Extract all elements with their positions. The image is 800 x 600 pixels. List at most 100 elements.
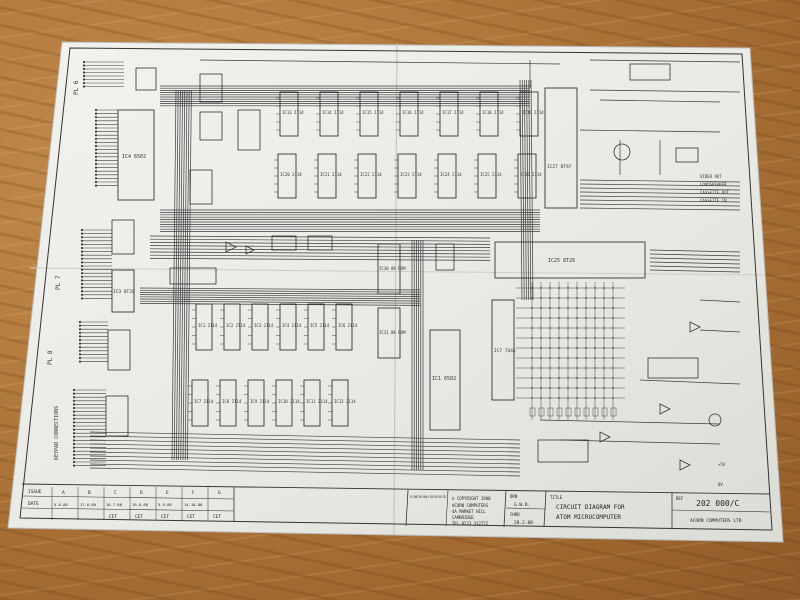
ram-chip-top-5: IC17 2114 — [436, 91, 464, 137]
connector-pins — [72, 60, 124, 467]
chip-kbd-label: IC7 7445 — [494, 348, 516, 354]
ram-chip-upper-label: IC22 2114 — [360, 172, 382, 177]
ram-chip-low-1: IC7 2114 — [188, 379, 214, 427]
chip-video-label: IC4 6502 — [122, 154, 146, 160]
ram-chip-upper-5: IC24 2114 — [434, 153, 462, 199]
date-label: DATE — [28, 501, 39, 507]
right-label-video-out: VIDEO OUT — [700, 174, 722, 179]
issue-columns: A5.6.80B17.6.80C16.7.80CETD19.8.80CETE5.… — [51, 487, 221, 520]
issue-initials: CET — [135, 514, 143, 520]
logic-gates — [105, 63, 722, 471]
issue-date: 5.6.80 — [54, 502, 68, 507]
keyboard-matrix — [516, 282, 625, 420]
ram-chip-top-label: IC16 2114 — [402, 110, 424, 115]
ram-chips-top-row: IC13 2114 IC14 2114 IC15 2114 IC16 2114 IC17… — [276, 91, 544, 137]
company-name: ACORN COMPUTERS LTD — [690, 518, 742, 524]
ram-chip-top-label: IC15 2114 — [362, 110, 384, 115]
ram-chip-upper-label: IC21 2114 — [320, 172, 342, 177]
side-label-pl6: PL 6 — [73, 80, 80, 95]
chip-rom2-label: IC31 8K ROM — [379, 330, 406, 335]
ram-chip-low-label: IC7 2114 — [194, 399, 214, 404]
title-line-2: ATOM MICROCOMPUTER — [556, 514, 621, 521]
chip-piv-label: IC25 8T26 — [548, 258, 575, 264]
ram-chip-mid-label: IC6 2114 — [338, 323, 358, 328]
ram-chip-low-2: IC8 2114 — [216, 379, 242, 427]
ram-chip-mid-1: IC1 2114 — [192, 303, 218, 351]
ram-chip-mid-label: IC5 2114 — [310, 323, 330, 328]
ref-label: REF — [676, 496, 684, 501]
ram-chip-upper-4: IC23 2114 — [394, 153, 422, 199]
issue-date: 16.7.80 — [106, 502, 123, 507]
right-output-labels: VIDEO OUT LOUDSPEAKER CASSETTE OUT CASSE… — [700, 174, 729, 487]
ram-chip-top-4: IC16 2114 — [396, 91, 424, 137]
issue-initials: CET — [109, 514, 117, 520]
side-label-keypad: KEYPAD CONNECTIONS — [54, 406, 60, 460]
ram-chip-top-label: IC19 2114 — [522, 110, 544, 115]
ram-chip-low-6: IC12 2114 — [328, 379, 356, 427]
title-label: TITLE — [550, 495, 563, 500]
issue-initials: CET — [161, 514, 169, 520]
chip-via: IC3 8T28 — [111, 269, 135, 313]
ram-chip-mid-3: IC3 2114 — [248, 303, 274, 351]
fold-line-horizontal — [29, 267, 766, 276]
ram-chip-top-1: IC13 2114 — [276, 91, 304, 137]
chip-video: IC4 6502 — [117, 109, 155, 201]
ram-chip-low-label: IC11 2114 — [306, 399, 328, 404]
ram-chip-low-label: IC10 2114 — [278, 399, 300, 404]
drn-label: DRN — [510, 494, 518, 499]
ref-value: 202 000/C — [696, 499, 740, 508]
title-block: A5.6.80B17.6.80C16.7.80CETD19.8.80CETE5.… — [21, 483, 771, 529]
chip-cpu: IC1 6502 — [429, 329, 461, 431]
issue-col-label: B — [88, 490, 91, 496]
ram-chip-upper-label: IC24 2114 — [440, 172, 462, 177]
ram-chip-top-7: IC19 2114 — [516, 91, 544, 137]
ram-chip-low-label: IC12 2114 — [334, 399, 356, 404]
ram-chip-mid-6: IC6 2114 — [332, 303, 358, 351]
issue-col-label: A — [62, 490, 65, 496]
issue-col-label: G — [218, 490, 221, 496]
copyright-line-4: CAMBRIDGE — [452, 515, 474, 520]
ram-chip-low-label: IC9 2114 — [250, 399, 270, 404]
ram-chip-mid-label: IC3 2114 — [254, 323, 274, 328]
notes-text: PL6 CONNECTIONS SHOWN AS SEEN FROM TRACK… — [410, 495, 446, 499]
ram-chip-top-6: IC18 2114 — [476, 91, 504, 137]
side-label-pl8: PL 8 — [47, 350, 54, 365]
ram-chip-top-2: IC14 2114 — [316, 91, 344, 137]
ram-chip-top-label: IC13 2114 — [282, 110, 304, 115]
ram-chip-mid-5: IC5 2114 — [304, 303, 330, 351]
ram-chip-upper-3: IC22 2114 — [354, 153, 382, 199]
ram-chip-upper-label: IC23 2114 — [400, 172, 422, 177]
copyright-line-2: ACORN COMPUTERS — [452, 503, 489, 508]
copyright-line-5: TEL 0223 312772 — [452, 521, 489, 526]
chip-piv: IC25 8T26 — [494, 241, 646, 279]
chkd-label: CHKD — [510, 512, 520, 517]
chip-vdg-label: IC27 8T97 — [547, 164, 572, 170]
issue-date: 19.8.80 — [132, 502, 149, 507]
chip-via-label: IC3 8T28 — [113, 289, 135, 295]
ram-chip-top-label: IC17 2114 — [442, 110, 464, 115]
chip-vdg: IC27 8T97 — [544, 87, 578, 209]
ram-chip-mid-label: IC1 2114 — [198, 323, 218, 328]
ram-chip-upper-1: IC20 2114 — [274, 153, 302, 199]
issue-label: ISSUE — [28, 489, 42, 495]
issue-col-label: D — [140, 490, 143, 496]
ram-chip-upper-label: IC20 2114 — [280, 172, 302, 177]
side-label-pl7: PL 7 — [55, 275, 62, 290]
issue-col-label: F — [192, 490, 195, 496]
right-label-0v: 0V — [718, 482, 723, 487]
ram-chip-mid-label: IC2 2114 — [226, 323, 246, 328]
title-line-1: CIRCUIT DIAGRAM FOR — [556, 504, 625, 511]
copyright-line-3: 4A MARKET HILL — [452, 509, 486, 514]
ram-chip-top-3: IC15 2114 — [356, 91, 384, 137]
ram-chip-upper-6: IC25 2114 — [474, 153, 502, 199]
ram-chip-upper-7: IC26 2114 — [514, 153, 542, 199]
chip-cpu-label: IC1 6502 — [432, 376, 456, 382]
right-label-cassette-in: CASSETTE IN — [700, 198, 727, 203]
issue-date: 17.6.80 — [80, 502, 97, 507]
ram-chip-mid-label: IC4 2114 — [282, 323, 302, 328]
ram-chips-upper-row: IC20 2114 IC21 2114 IC22 2114 IC23 2114 IC24… — [274, 153, 542, 199]
issue-col-label: E — [166, 490, 169, 496]
